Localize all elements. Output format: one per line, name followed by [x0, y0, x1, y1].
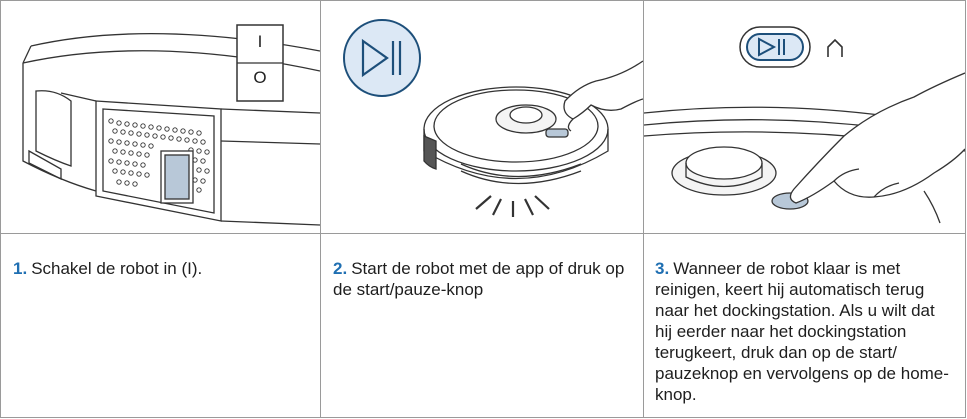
step-3-number: 3.	[655, 259, 669, 278]
switch-on-label: I	[237, 32, 283, 52]
step-1-number: 1.	[13, 259, 27, 278]
border-middle	[0, 233, 966, 234]
step-1-text: Schakel de robot in (I).	[31, 259, 202, 278]
border-bottom	[0, 417, 966, 418]
play-pause-icon	[344, 20, 420, 96]
step-2-number: 2.	[333, 259, 347, 278]
border-right	[965, 0, 966, 418]
step-2-text: Start de robot met de app of druk op de …	[333, 259, 624, 299]
step-3-illustration	[644, 1, 965, 233]
step-3-caption: 3.Wanneer de robot klaar is met reinigen…	[655, 258, 955, 405]
step-2-illustration	[321, 1, 643, 233]
switch-off-label: O	[237, 68, 283, 88]
step-3-text: Wanneer de robot klaar is met reinigen, …	[655, 259, 949, 404]
step-2-caption: 2.Start de robot met de app of druk op d…	[333, 258, 633, 300]
home-icon	[828, 40, 842, 57]
step-1-caption: 1.Schakel de robot in (I).	[13, 258, 313, 279]
